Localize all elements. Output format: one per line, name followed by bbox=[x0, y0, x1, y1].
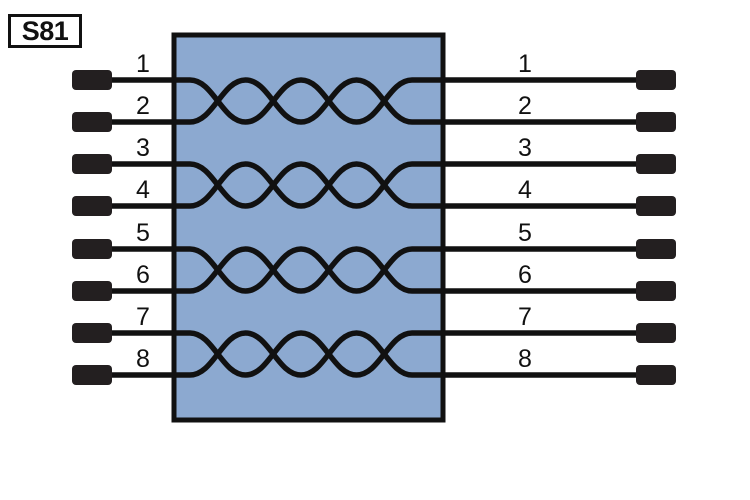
left-pin-number-5: 5 bbox=[136, 219, 150, 247]
right-connector-pin-7[interactable] bbox=[636, 323, 676, 343]
left-pin-number-4: 4 bbox=[136, 176, 150, 204]
right-connector-pin-1[interactable] bbox=[636, 70, 676, 90]
twisted-wire-pair-3-strand-1 bbox=[174, 246, 443, 294]
right-pin-number-4: 4 bbox=[518, 176, 532, 204]
left-connector-pin-1[interactable] bbox=[72, 70, 112, 90]
right-connector-pin-4[interactable] bbox=[636, 196, 676, 216]
right-pin-number-6: 6 bbox=[518, 261, 532, 289]
twisted-wire-pair-1-strand-1 bbox=[174, 77, 443, 125]
right-pin-number-5: 5 bbox=[518, 219, 532, 247]
left-connector-pin-3[interactable] bbox=[72, 154, 112, 174]
right-pin-number-1: 1 bbox=[518, 50, 532, 78]
twisted-wire-pair-1-strand-2 bbox=[174, 77, 443, 125]
twisted-wire-pair-2-strand-1 bbox=[174, 161, 443, 209]
left-pin-number-3: 3 bbox=[136, 134, 150, 162]
left-connector-pin-6[interactable] bbox=[72, 281, 112, 301]
left-pin-number-8: 8 bbox=[136, 345, 150, 373]
left-pin-number-7: 7 bbox=[136, 303, 150, 331]
twisted-wire-pair-3-strand-2 bbox=[174, 246, 443, 294]
left-connector-pin-7[interactable] bbox=[72, 323, 112, 343]
right-connector-pin-3[interactable] bbox=[636, 154, 676, 174]
left-connector-pin-8[interactable] bbox=[72, 365, 112, 385]
diagram-label-text: S81 bbox=[21, 15, 69, 46]
wire-layer bbox=[110, 77, 638, 378]
right-connector-pin-8[interactable] bbox=[636, 365, 676, 385]
right-connector-pin-2[interactable] bbox=[636, 112, 676, 132]
left-pin-number-2: 2 bbox=[136, 92, 150, 120]
left-connector-pin-5[interactable] bbox=[72, 239, 112, 259]
right-connector-pin-5[interactable] bbox=[636, 239, 676, 259]
twisted-wire-pair-4-strand-2 bbox=[174, 330, 443, 378]
right-pin-number-2: 2 bbox=[518, 92, 532, 120]
left-connector-pin-2[interactable] bbox=[72, 112, 112, 132]
twisted-wire-pair-2-strand-2 bbox=[174, 161, 443, 209]
right-connector-pin-6[interactable] bbox=[636, 281, 676, 301]
right-pin-number-8: 8 bbox=[518, 345, 532, 373]
left-pin-number-6: 6 bbox=[136, 261, 150, 289]
connector-layer bbox=[72, 70, 676, 385]
twisted-wire-pair-4-strand-1 bbox=[174, 330, 443, 378]
right-pin-number-3: 3 bbox=[518, 134, 532, 162]
left-connector-pin-4[interactable] bbox=[72, 196, 112, 216]
left-pin-number-1: 1 bbox=[136, 50, 150, 78]
right-pin-number-7: 7 bbox=[518, 303, 532, 331]
diagram-label-box: S81 bbox=[8, 14, 82, 48]
